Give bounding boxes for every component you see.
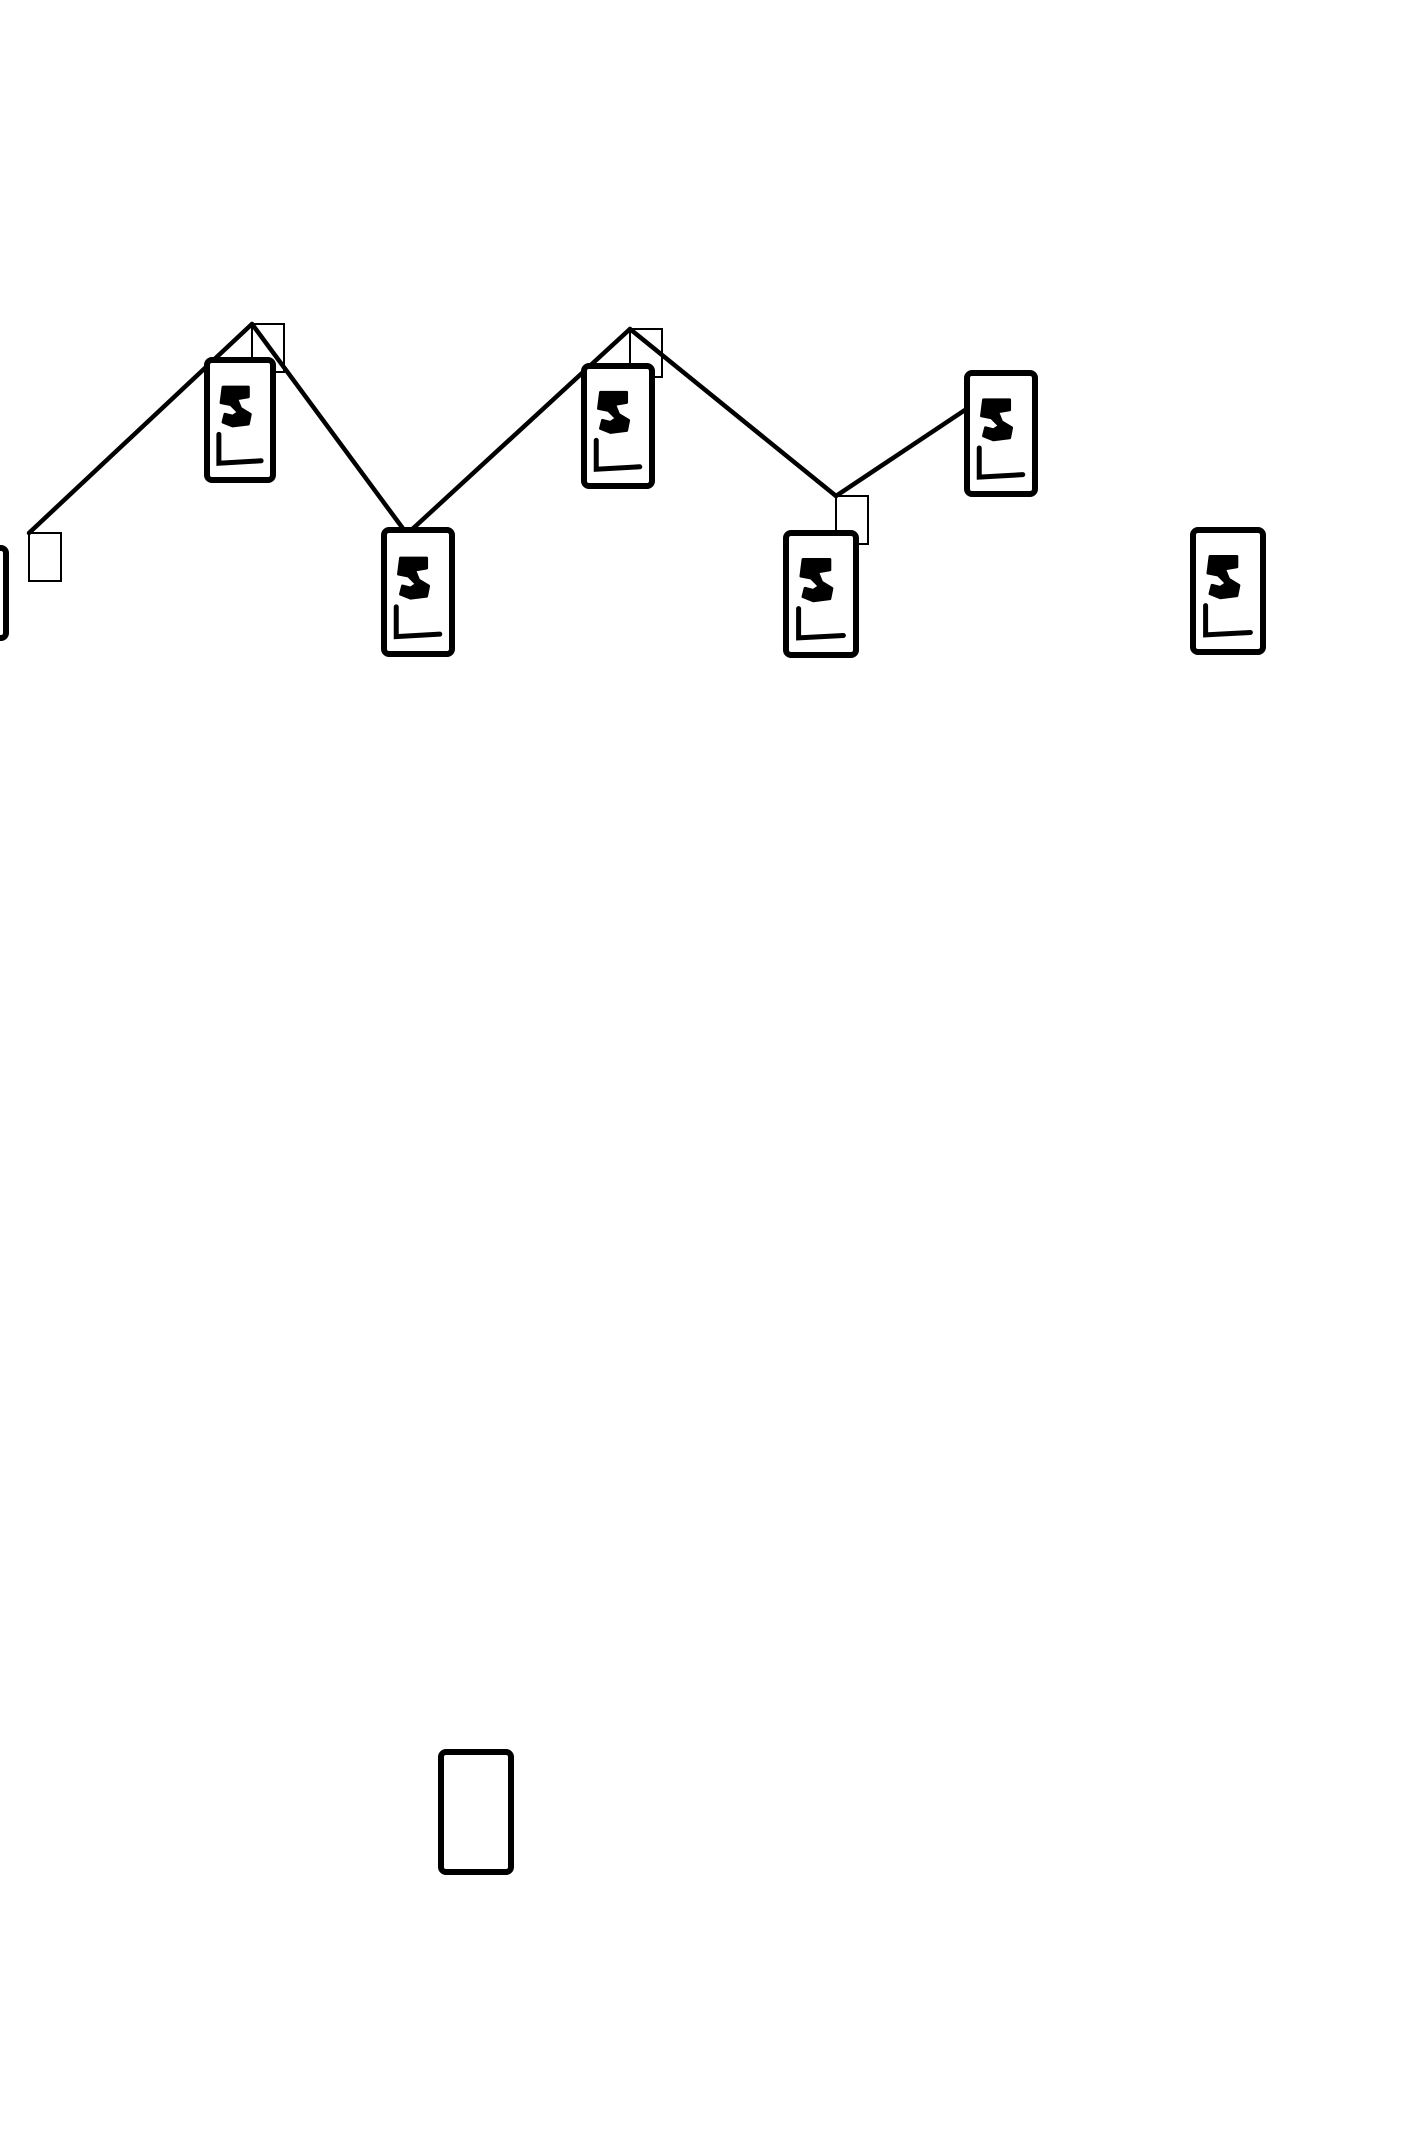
card-frame [438, 1749, 514, 1875]
card-glyph-underline [593, 437, 643, 472]
card-glyph-underline [796, 606, 846, 641]
empty-card[interactable] [438, 1749, 514, 1875]
connection-line [249, 321, 410, 537]
connection-line [627, 326, 839, 499]
card-glyph-mark [397, 556, 431, 600]
game-card[interactable] [964, 370, 1038, 497]
game-card[interactable] [204, 357, 276, 483]
card-glyph-mark [219, 385, 252, 428]
card-glyph-mark [980, 398, 1014, 442]
cards-layer [0, 357, 1266, 1875]
connection-handles [28, 323, 1031, 583]
game-card[interactable] [581, 363, 655, 489]
connection-lines [26, 321, 1001, 537]
card-glyph-underline [1203, 603, 1253, 638]
game-card[interactable] [381, 527, 455, 657]
node-handle[interactable] [28, 532, 62, 582]
game-card[interactable] [783, 530, 859, 658]
card-glyph-mark [799, 558, 834, 603]
card-frame [0, 545, 9, 641]
card-glyph-mark [1206, 555, 1241, 600]
game-card[interactable] [1190, 527, 1266, 655]
card-glyph-underline [393, 604, 443, 640]
card-glyph-mark [597, 390, 631, 434]
game-card[interactable] [0, 545, 9, 641]
card-glyph-underline [216, 431, 264, 466]
card-glyph-underline [976, 445, 1026, 480]
